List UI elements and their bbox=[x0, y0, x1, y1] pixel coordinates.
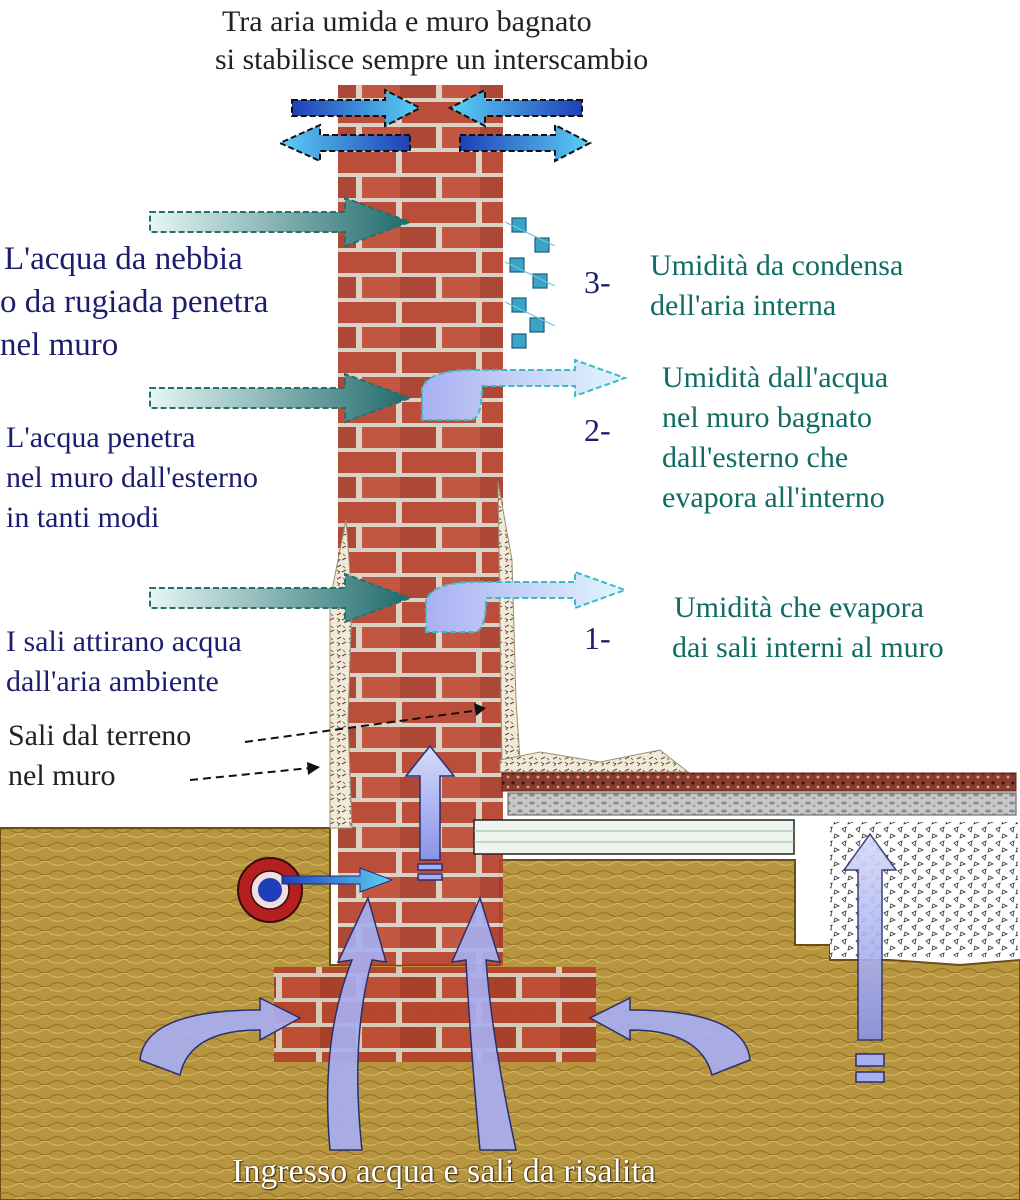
label-outside-2: nel muro dall'esterno bbox=[6, 461, 258, 494]
label-wet-wall-4: evapora all'interno bbox=[662, 481, 885, 514]
label-salts-evap-1: Umidità che evapora bbox=[674, 591, 924, 624]
footer-caption: Ingresso acqua e sali da risalita bbox=[232, 1153, 656, 1190]
label-wet-wall-3: dall'esterno che bbox=[662, 441, 849, 474]
label-salts-air-1: I sali attirano acqua bbox=[6, 625, 242, 658]
salt-crust-inner bbox=[497, 481, 521, 766]
label-outside-1: L'acqua penetra bbox=[6, 421, 196, 454]
label-wet-wall-1: Umidità dall'acqua bbox=[662, 361, 889, 394]
evaporation-arrow-1 bbox=[425, 570, 628, 633]
floor-granite bbox=[501, 772, 1017, 792]
label-fog-3: nel muro bbox=[0, 327, 119, 363]
label-outside-3: in tanti modi bbox=[6, 501, 160, 534]
exchange-arrows bbox=[277, 88, 593, 163]
label-condensation-2: dell'aria interna bbox=[650, 289, 837, 322]
header-line-2: si stabilisce sempre un interscambio bbox=[215, 43, 649, 76]
label-salts-evap-2: dai sali interni al muro bbox=[672, 631, 944, 664]
number-1: 1- bbox=[584, 620, 611, 656]
rising-arrow-column bbox=[842, 832, 898, 1083]
floor-slab bbox=[473, 819, 795, 855]
rising-arrow-wall bbox=[404, 744, 456, 881]
label-condensation-1: Umidità da condensa bbox=[650, 249, 904, 282]
label-fog-2: o da rugiada penetra bbox=[0, 284, 269, 320]
label-fog-1: L'acqua da nebbia bbox=[4, 241, 243, 277]
salt-floor-deposit bbox=[499, 749, 690, 773]
salt-crust-outer bbox=[329, 519, 353, 829]
label-wet-wall-2: nel muro bagnato bbox=[662, 401, 872, 434]
foundation-footing bbox=[274, 967, 596, 1062]
capillary-arrows bbox=[139, 895, 751, 1151]
label-salts-ground-2: nel muro bbox=[8, 759, 116, 792]
penetration-arrow-salts bbox=[149, 572, 413, 624]
label-salts-air-2: dall'aria ambiente bbox=[6, 665, 219, 698]
drain-pipe-icon bbox=[237, 857, 394, 923]
number-2: 2- bbox=[584, 412, 611, 448]
penetration-arrow-outside bbox=[149, 372, 413, 424]
penetration-arrow-fog bbox=[149, 196, 413, 248]
salts-leader-lines bbox=[189, 709, 481, 781]
condensation-droplets bbox=[504, 217, 556, 349]
label-salts-ground-1: Sali dal terreno bbox=[8, 719, 192, 752]
floor-gravel bbox=[507, 792, 1017, 816]
number-3: 3- bbox=[584, 264, 611, 300]
header-line-1: Tra aria umida e muro bagnato bbox=[222, 5, 592, 38]
evaporation-arrow-2 bbox=[421, 358, 628, 421]
